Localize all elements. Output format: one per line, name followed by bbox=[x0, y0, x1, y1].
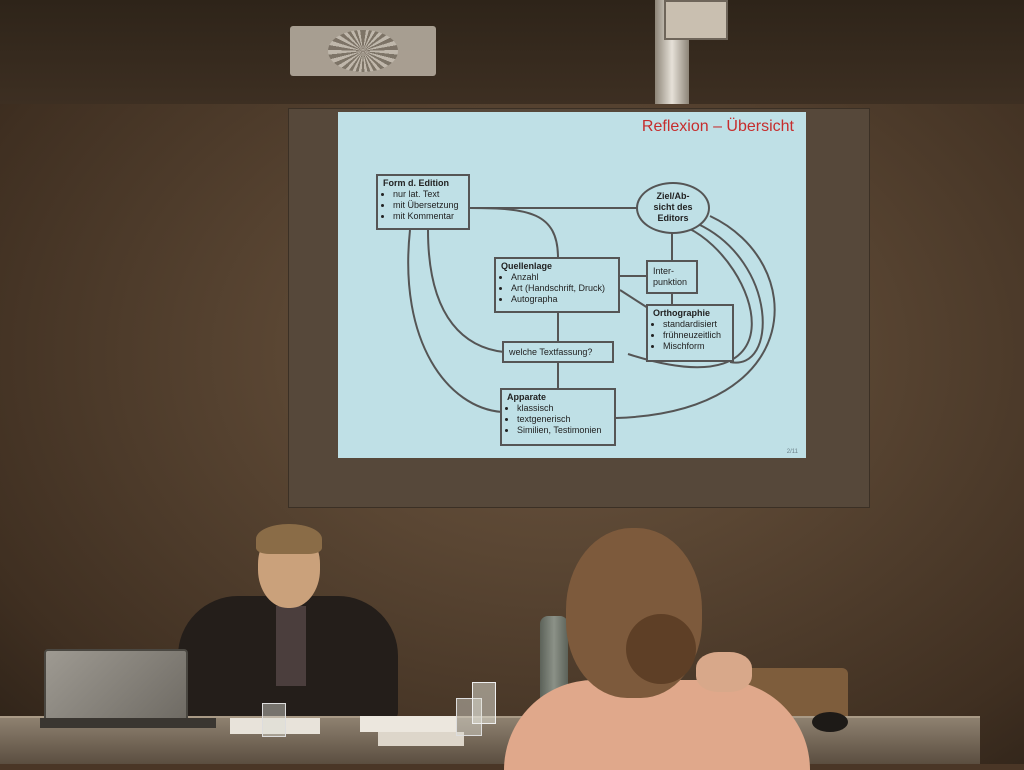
diagram-connectors bbox=[407, 207, 776, 419]
slide-title: Reflexion – Übersicht bbox=[641, 118, 794, 135]
drinking-glass bbox=[262, 703, 286, 737]
apparate-box: Apparate klassisch textgenerisch Similie… bbox=[500, 388, 616, 446]
connector-form-apparate bbox=[407, 229, 503, 413]
listener-hair-bun bbox=[626, 614, 696, 684]
ceiling bbox=[0, 0, 1024, 104]
presenter-shirt bbox=[276, 606, 306, 686]
interpunktion-box: Inter- punktion bbox=[646, 260, 698, 294]
quellenlage-box: Quellenlage Anzahl Art (Handschrift, Dru… bbox=[494, 257, 620, 313]
form-edition-item: mit Übersetzung bbox=[393, 200, 463, 211]
apparate-item: klassisch bbox=[517, 403, 609, 414]
quellenlage-item: Art (Handschrift, Druck) bbox=[511, 283, 613, 294]
drinking-glass bbox=[472, 682, 496, 724]
apparate-item: Similien, Testimonien bbox=[517, 425, 609, 436]
slide-page-number: 2/11 bbox=[786, 449, 798, 455]
paper-sheet bbox=[360, 716, 456, 732]
form-edition-box: Form d. Edition nur lat. Text mit Überse… bbox=[376, 174, 470, 230]
connector-form-textfassung bbox=[427, 229, 505, 353]
ziel-ellipse: Ziel/Ab- sicht des Editors bbox=[636, 182, 710, 234]
presenter-hair bbox=[256, 524, 322, 554]
listener-hand bbox=[696, 652, 752, 692]
form-edition-item: nur lat. Text bbox=[393, 189, 463, 200]
laptop-lid bbox=[44, 649, 188, 725]
apparate-item: textgenerisch bbox=[517, 414, 609, 425]
paper-sheet bbox=[378, 732, 464, 746]
textfassung-box: welche Textfassung? bbox=[502, 341, 614, 363]
orthographie-box: Orthographie standardisiert frühneuzeitl… bbox=[646, 304, 734, 362]
connector-quellen-ortho bbox=[619, 289, 649, 309]
connector-ziel-textfassung bbox=[627, 227, 753, 369]
connector-ziel-apparate bbox=[615, 215, 776, 419]
connector-ziel-extra bbox=[697, 223, 764, 364]
orthographie-item: standardisiert bbox=[663, 319, 727, 330]
microphone bbox=[812, 712, 848, 732]
projected-slide: Reflexion – Übersicht Form d. Edition nu… bbox=[338, 112, 806, 458]
light-fixture bbox=[664, 0, 728, 40]
connector-form-quellen bbox=[469, 207, 559, 259]
orthographie-item: Mischform bbox=[663, 341, 727, 352]
quellenlage-item: Anzahl bbox=[511, 272, 613, 283]
quellenlage-item: Autographa bbox=[511, 294, 613, 305]
paper-sheet bbox=[230, 718, 320, 734]
form-edition-item: mit Kommentar bbox=[393, 211, 463, 222]
ceiling-vent bbox=[290, 26, 436, 76]
orthographie-item: frühneuzeitlich bbox=[663, 330, 727, 341]
laptop-base bbox=[40, 718, 216, 728]
